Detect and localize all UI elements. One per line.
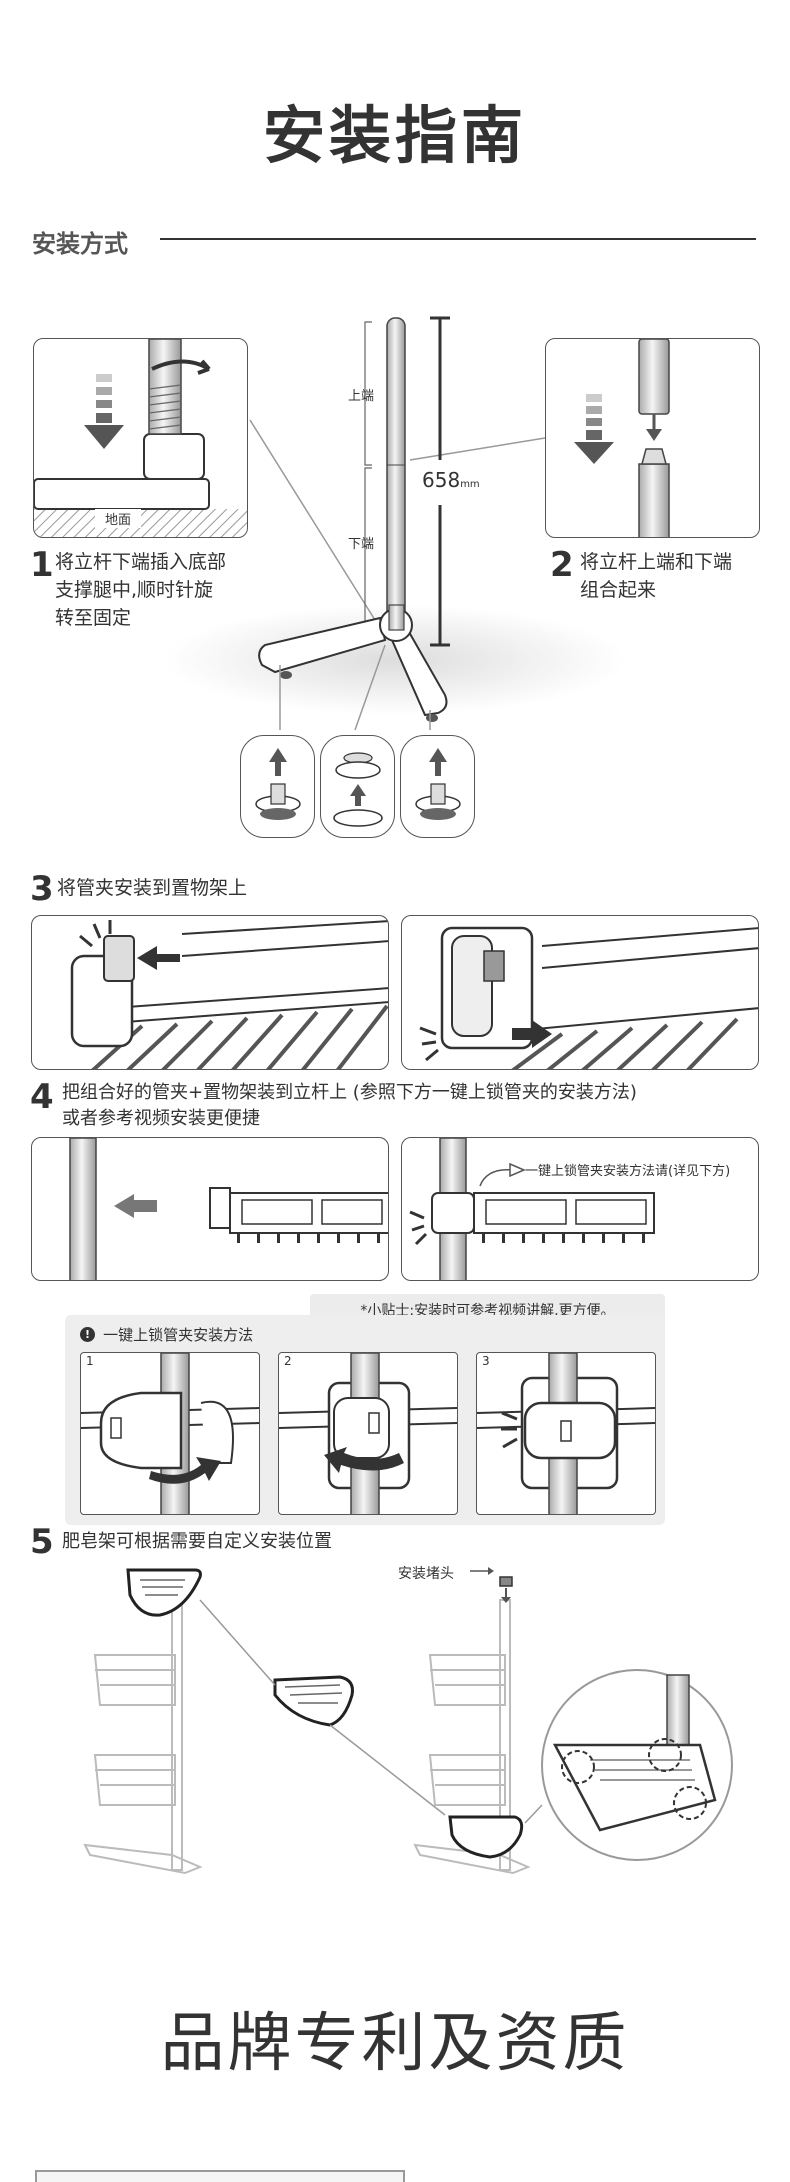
step4-illustration-a: [31, 1137, 389, 1281]
cap-label: 安装堵头: [398, 1566, 454, 1582]
lock-method-title: 一键上锁管夹安装方法: [103, 1326, 254, 1344]
step4-line: 把组合好的管夹+置物架装到立杆上 (参照下方一键上锁管夹的安装方法): [62, 1082, 637, 1103]
lock-step-panel-2: [278, 1352, 458, 1515]
lock-step-3-number: 3: [482, 1354, 490, 1368]
foot-panel-right: [400, 735, 475, 838]
lock-step-1-number: 1: [86, 1354, 94, 1368]
lock-method-header: ! 一键上锁管夹安装方法: [80, 1324, 253, 1345]
step4-illustration-b: [401, 1137, 759, 1281]
step1-line: 将立杆下端插入底部: [55, 551, 227, 573]
step2-number: 2: [550, 545, 574, 585]
step2-line: 将立杆上端和下端: [580, 551, 733, 573]
step3-illustration-a: [31, 915, 389, 1070]
brand-section-title: 品牌专利及资质: [160, 2007, 630, 2081]
assembly-diagram: [165, 316, 625, 731]
step4-line: 或者参考视频安装更便捷: [62, 1108, 260, 1129]
foot-panel-middle: [320, 735, 395, 838]
step5-text: 肥皂架可根据需要自定义安装位置: [62, 1531, 332, 1552]
step1-text: 将立杆下端插入底部 支撑腿中,顺时针旋 转至固定: [55, 548, 226, 632]
step2-line: 组合起来: [580, 579, 657, 601]
step1-number: 1: [30, 545, 54, 585]
step2-text: 将立杆上端和下端 组合起来: [580, 548, 732, 604]
step1-line: 转至固定: [55, 607, 132, 629]
step1-illustration: [33, 338, 248, 538]
height-value: 658: [422, 468, 461, 492]
page-title: 安装指南: [262, 99, 527, 172]
step3-text: 将管夹安装到置物架上: [57, 877, 248, 899]
lock-step-panel-1: [80, 1352, 260, 1515]
height-dimension: 658mm: [420, 468, 482, 492]
step3-illustration-b: [401, 915, 759, 1070]
step4-text: 把组合好的管夹+置物架装到立杆上 (参照下方一键上锁管夹的安装方法) 或者参考视…: [62, 1080, 637, 1132]
step5-number: 5: [30, 1522, 54, 1562]
section-divider: [160, 238, 756, 240]
lock-step-panel-3: [476, 1352, 656, 1515]
lower-section-label: 下端: [348, 537, 375, 552]
step5-illustration: [83, 1567, 733, 1875]
ground-label: 地面: [95, 509, 142, 528]
height-unit: mm: [460, 479, 480, 490]
foot-panel-left: [240, 735, 315, 838]
step2-illustration: [545, 338, 760, 538]
section-heading: 安装方式: [32, 230, 128, 258]
upper-section-label: 上端: [348, 389, 375, 404]
step4-callout: 一键上锁管夹安装方法请(详见下方): [525, 1164, 731, 1179]
step4-number: 4: [30, 1077, 54, 1117]
lock-step-2-number: 2: [284, 1354, 292, 1368]
step3-number: 3: [30, 869, 54, 909]
info-icon: !: [80, 1327, 95, 1342]
step1-line: 支撑腿中,顺时针旋: [55, 579, 214, 601]
certificate-preview: [35, 2170, 405, 2182]
